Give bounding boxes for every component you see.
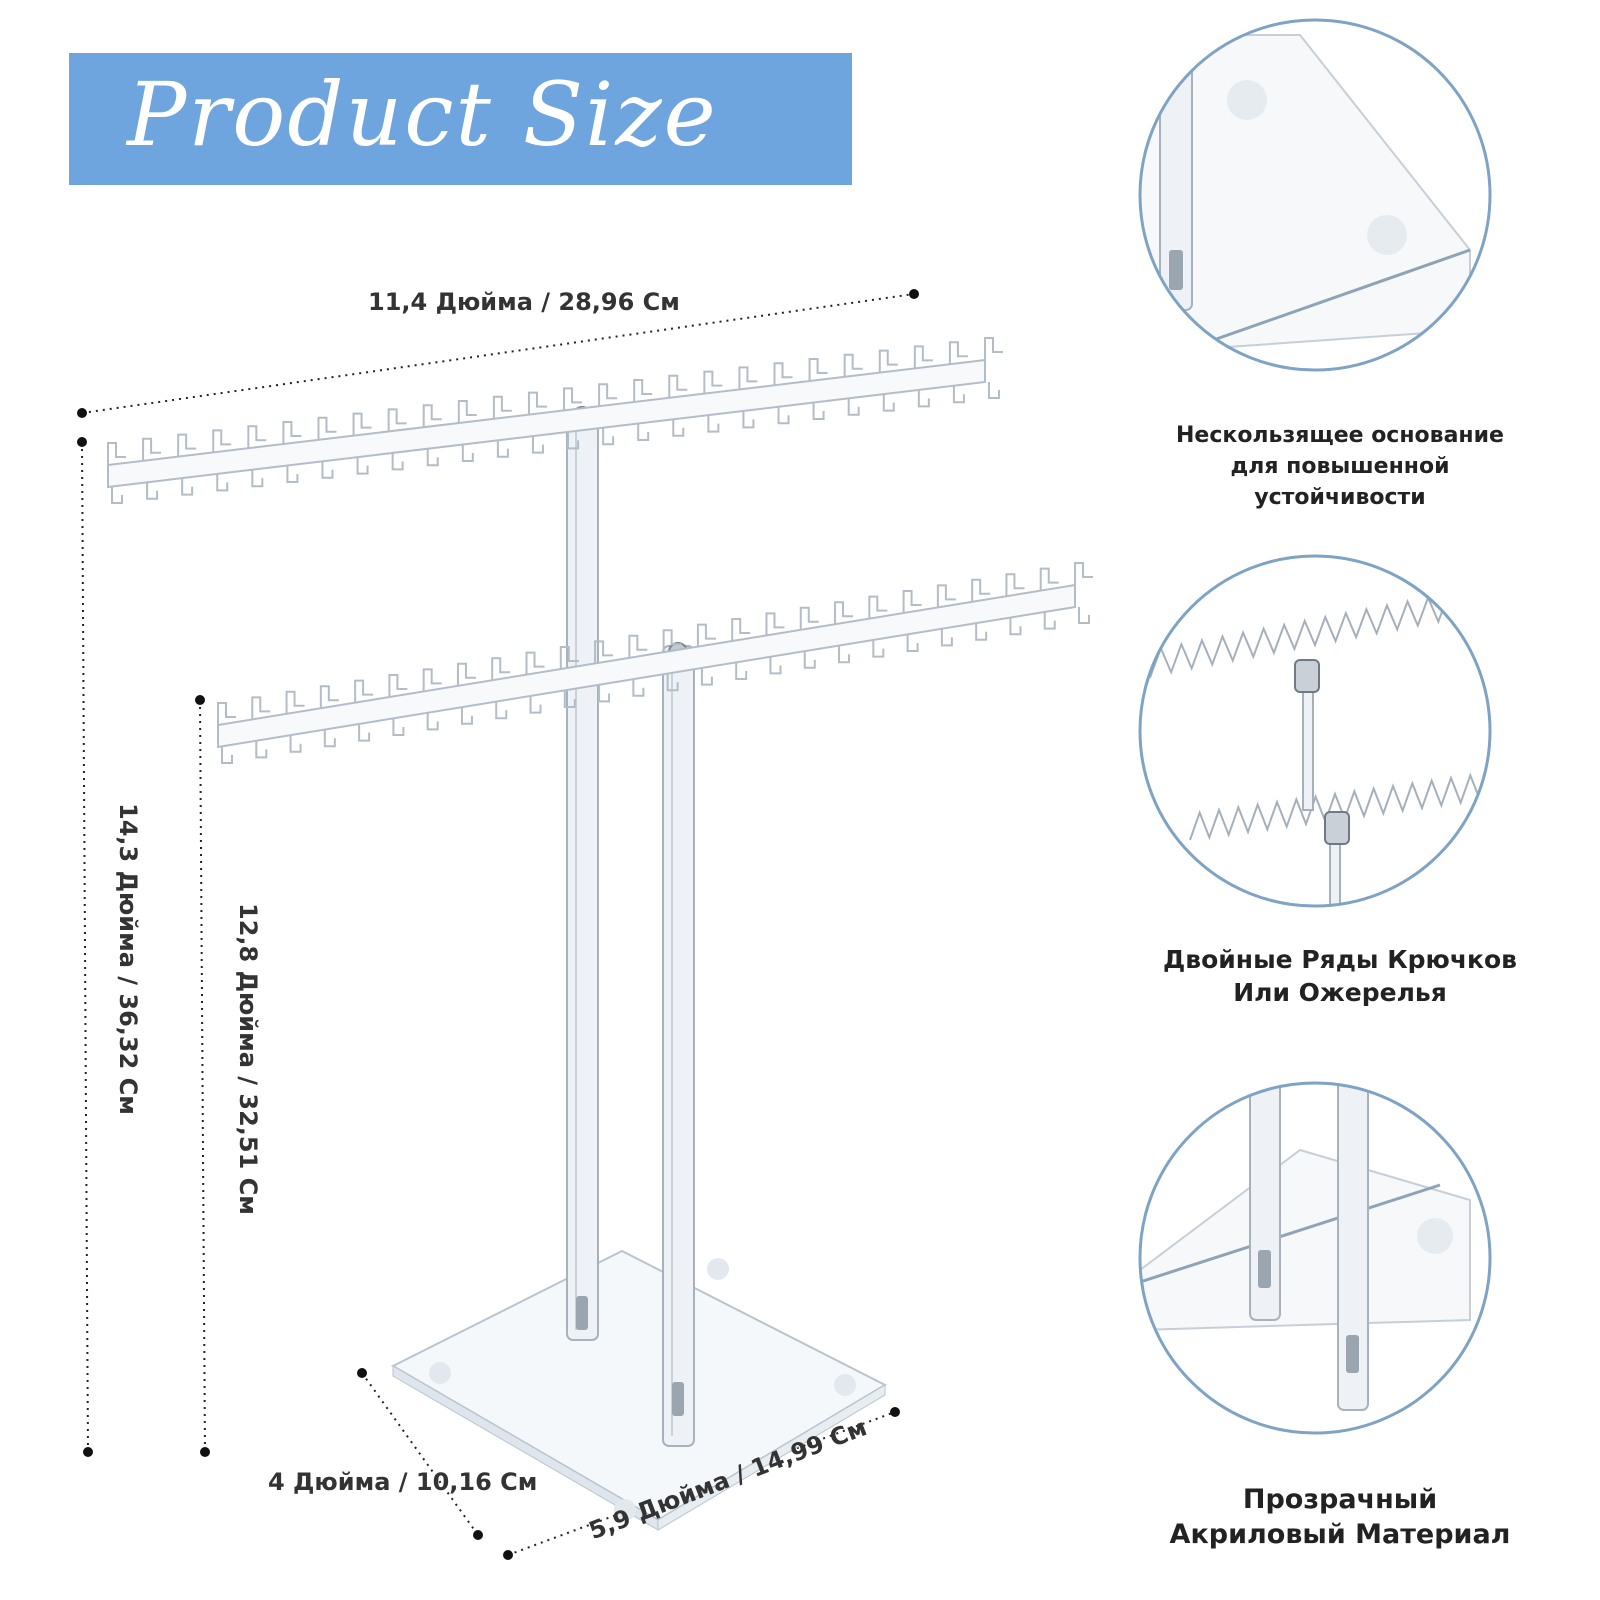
hook [354,679,374,742]
caption-line: Нескользящее основание [1176,423,1504,448]
hook [107,442,126,504]
dimension-dots [77,289,919,1560]
feature-caption-acrylic: Прозрачный Акриловый Материал [1150,1482,1530,1552]
hook [352,412,372,475]
hook [971,578,991,641]
hook [527,391,547,454]
hook [628,634,648,697]
hook [525,651,545,714]
hook [492,395,512,458]
hook [662,629,682,692]
hook [1074,562,1093,624]
acrylic-base [390,1249,888,1531]
caption-line: Прозрачный [1242,1484,1438,1515]
hook [212,429,232,492]
hook [422,404,442,467]
hook [765,612,785,675]
acrylic-poles [566,409,695,1447]
hook [703,370,723,433]
hook-rows-closeup [1138,554,1492,908]
hook [696,623,716,686]
hook [902,590,922,652]
hook [834,601,854,664]
pole-highlights [575,420,673,1436]
hook [799,606,819,669]
hook [773,362,793,425]
hook [598,383,618,446]
hook [217,702,236,764]
top-width-label: 11,4 Дюйма / 28,96 См [368,288,680,316]
hook [936,584,956,647]
caption-line: для повышенной [1230,454,1450,479]
hook [668,374,688,437]
feature-caption-double-rows: Двойные Ряды Крючков Или Ожерелья [1150,943,1530,1009]
hook [177,433,197,496]
hook [285,690,305,753]
hook [282,421,302,483]
hook [1005,573,1025,636]
hook [843,353,863,416]
caption-line: Или Ожерелья [1233,978,1447,1007]
hook [422,668,442,731]
hook [948,341,968,404]
hook [457,400,477,462]
lower-hook-bar [217,562,1093,764]
hook [913,345,933,408]
hook [247,425,267,488]
hook [738,366,758,429]
hook [633,379,653,441]
hook [388,674,408,736]
hook [878,349,898,412]
hook [456,662,476,725]
caption-line: Акриловый Материал [1169,1519,1511,1550]
base-depth-label: 4 Дюйма / 10,16 См [268,1468,538,1496]
acrylic-poles-closeup [1138,1081,1492,1435]
dimension-lines [81,293,915,1556]
hook [1039,567,1059,630]
hook [868,595,888,658]
hook [731,618,751,680]
caption-line: устойчивости [1254,485,1426,510]
base-corner-closeup [1138,18,1492,372]
hook [984,337,1003,399]
hook [251,696,271,759]
total-height-label: 14,3 Дюйма / 36,32 См [114,803,142,1115]
hook [317,416,337,479]
title-banner: Product Size [69,53,852,185]
caption-line: Двойные Ряды Крючков [1163,945,1517,974]
hook [808,358,828,420]
hook [563,387,583,450]
hook [559,646,579,708]
lower-height-label: 12,8 Дюйма / 32,51 См [234,903,262,1215]
banner-title: Product Size [127,63,718,166]
feature-caption-nonslip: Нескользящее основание для повышенной ус… [1150,420,1530,513]
top-hook-bar [107,337,1003,504]
hook [491,657,511,720]
hook [594,640,614,703]
hook [142,437,162,500]
hook [387,408,407,471]
hook [319,685,339,748]
